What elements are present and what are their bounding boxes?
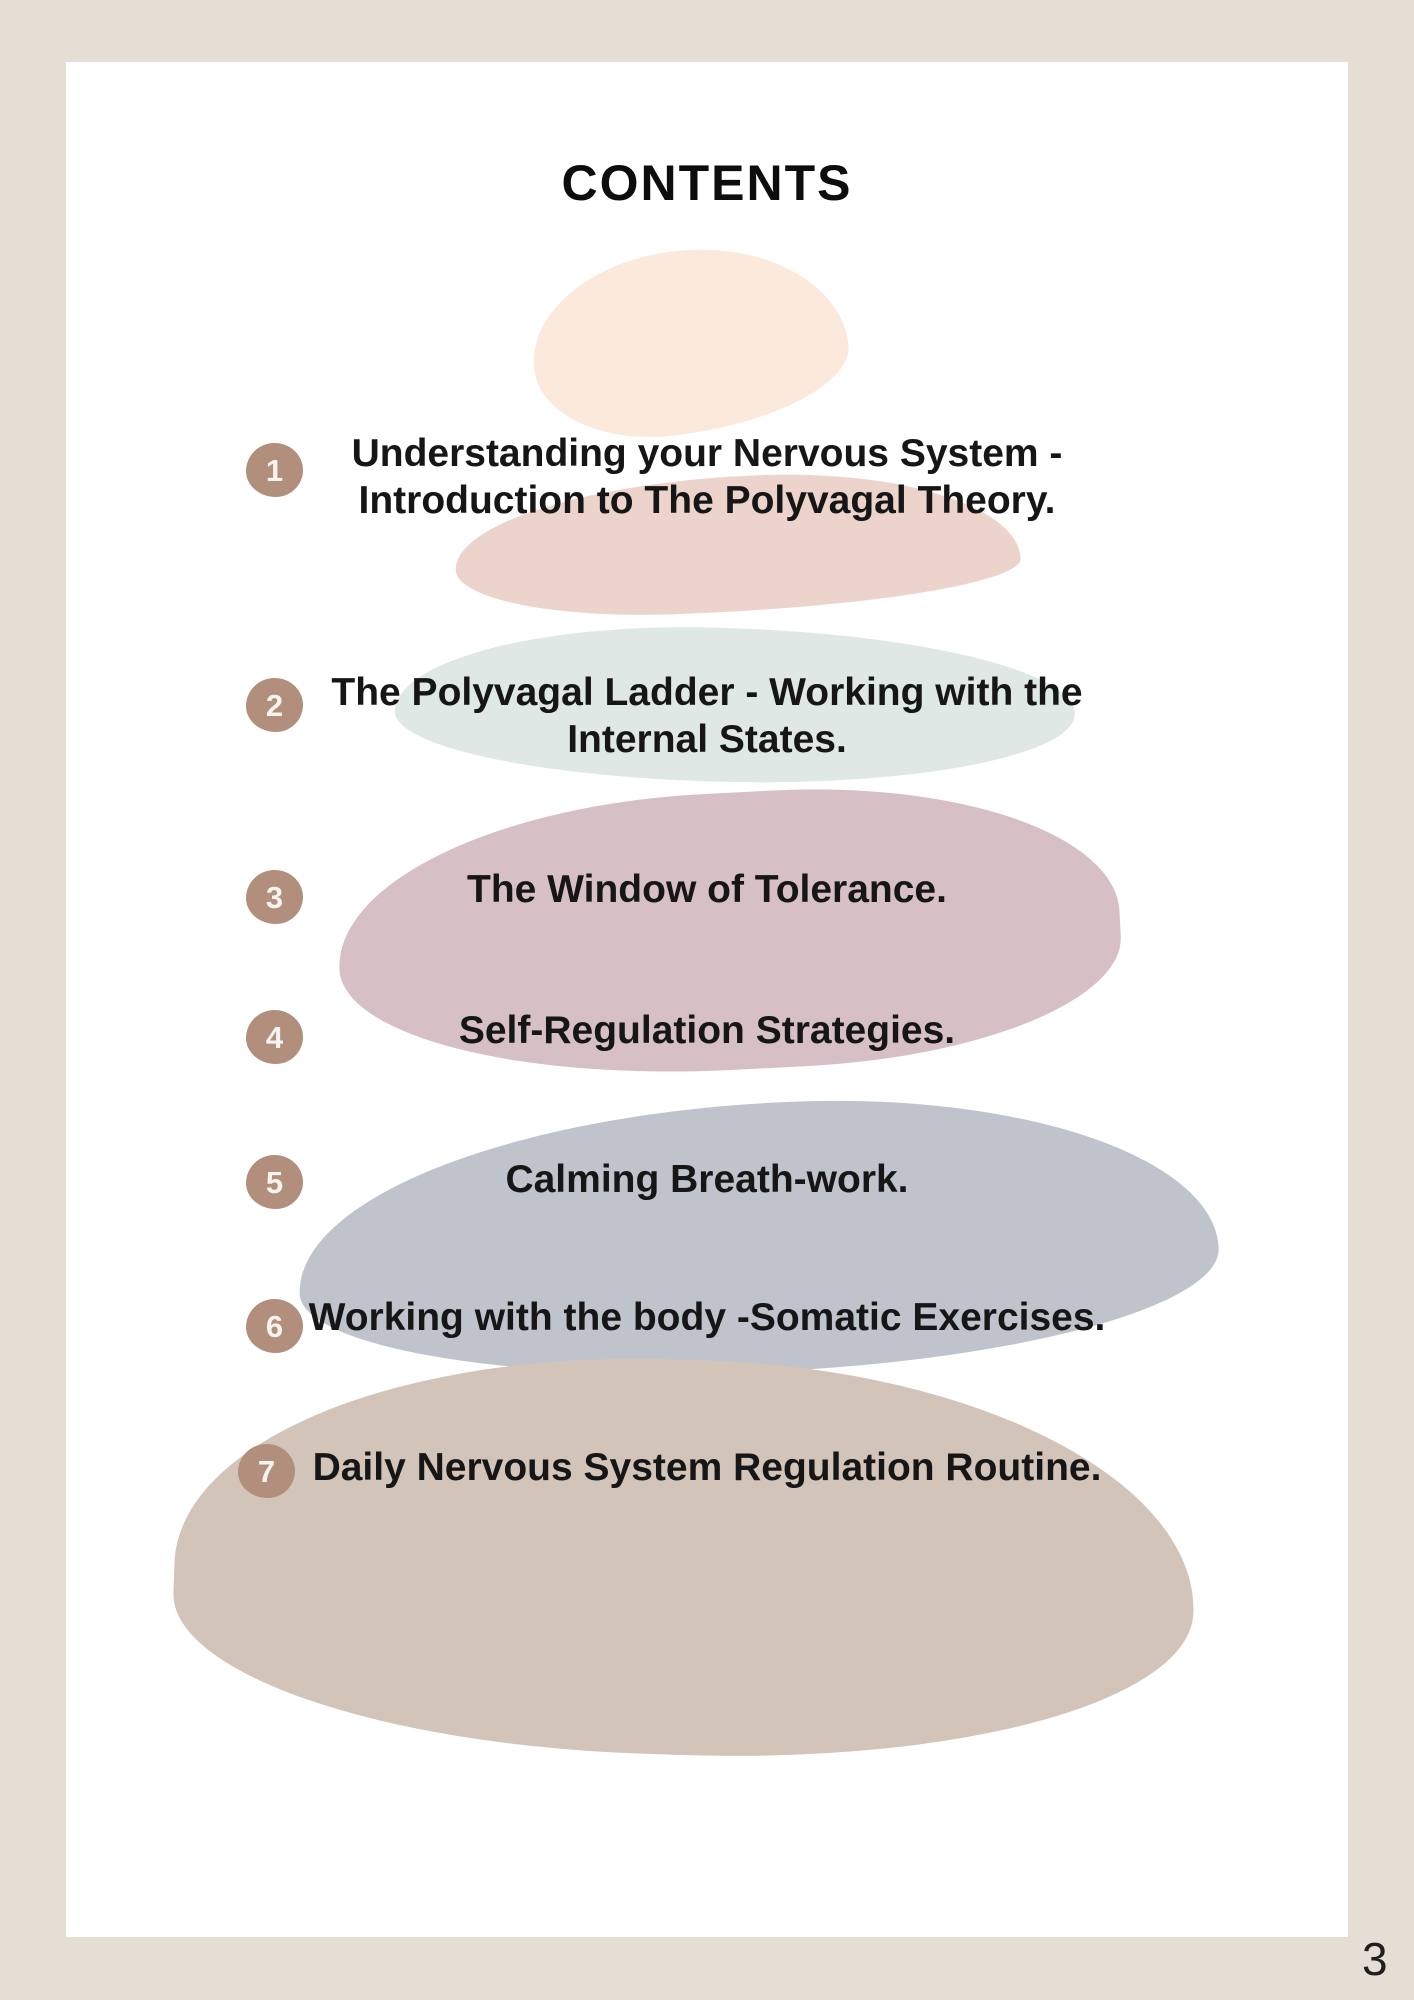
page-number: 3	[1362, 1933, 1388, 1985]
item-number-badge-4: 4	[246, 1010, 303, 1064]
item-7-line-1: Daily Nervous System Regulation Routine.	[312, 1446, 1102, 1489]
item-1-line-2: Introduction to The Polyvagal Theory.	[358, 479, 1056, 522]
page-title: CONTENTS	[561, 155, 853, 211]
item-3-line-1: The Window of Tolerance.	[467, 868, 947, 911]
item-number-7: 7	[257, 1453, 276, 1489]
item-number-3: 3	[265, 879, 284, 915]
item-1-line-1: Understanding your Nervous System -	[351, 432, 1063, 475]
item-number-4: 4	[265, 1019, 284, 1055]
contents-item-4: Self-Regulation Strategies.	[66, 1007, 1348, 1054]
item-number-5: 5	[265, 1164, 284, 1200]
contents-item-3: The Window of Tolerance.	[66, 866, 1348, 913]
item-number-2: 2	[265, 687, 284, 723]
contents-item-2: The Polyvagal Ladder - Working with the …	[66, 669, 1348, 763]
item-number-6: 6	[265, 1308, 284, 1344]
item-number-1: 1	[265, 452, 284, 488]
decorative-blob-taupe	[168, 1342, 1202, 1773]
contents-item-1: Understanding your Nervous System - Intr…	[66, 430, 1348, 524]
item-number-badge-5: 5	[246, 1155, 303, 1209]
item-number-badge-7: 7	[238, 1444, 295, 1498]
item-4-line-1: Self-Regulation Strategies.	[458, 1009, 956, 1052]
item-2-line-1: The Polyvagal Ladder - Working with the	[331, 671, 1083, 714]
contents-item-5: Calming Breath-work.	[66, 1156, 1348, 1203]
item-number-badge-3: 3	[246, 870, 303, 924]
document-page: CONTENTS 1 Understanding your Nervous Sy…	[66, 62, 1348, 1937]
item-number-badge-1: 1	[246, 443, 303, 497]
item-number-badge-2: 2	[246, 678, 303, 732]
decorative-blob-cream	[522, 231, 857, 452]
contents-item-6: Working with the body -Somatic Exercises…	[66, 1294, 1348, 1341]
item-number-badge-6: 6	[246, 1299, 303, 1353]
item-5-line-1: Calming Breath-work.	[505, 1158, 909, 1201]
item-2-line-2: Internal States.	[567, 718, 847, 761]
item-6-line-1: Working with the body -Somatic Exercises…	[308, 1296, 1106, 1339]
contents-item-7: Daily Nervous System Regulation Routine.	[66, 1444, 1348, 1491]
decorative-blob-bluegray	[293, 1087, 1223, 1388]
